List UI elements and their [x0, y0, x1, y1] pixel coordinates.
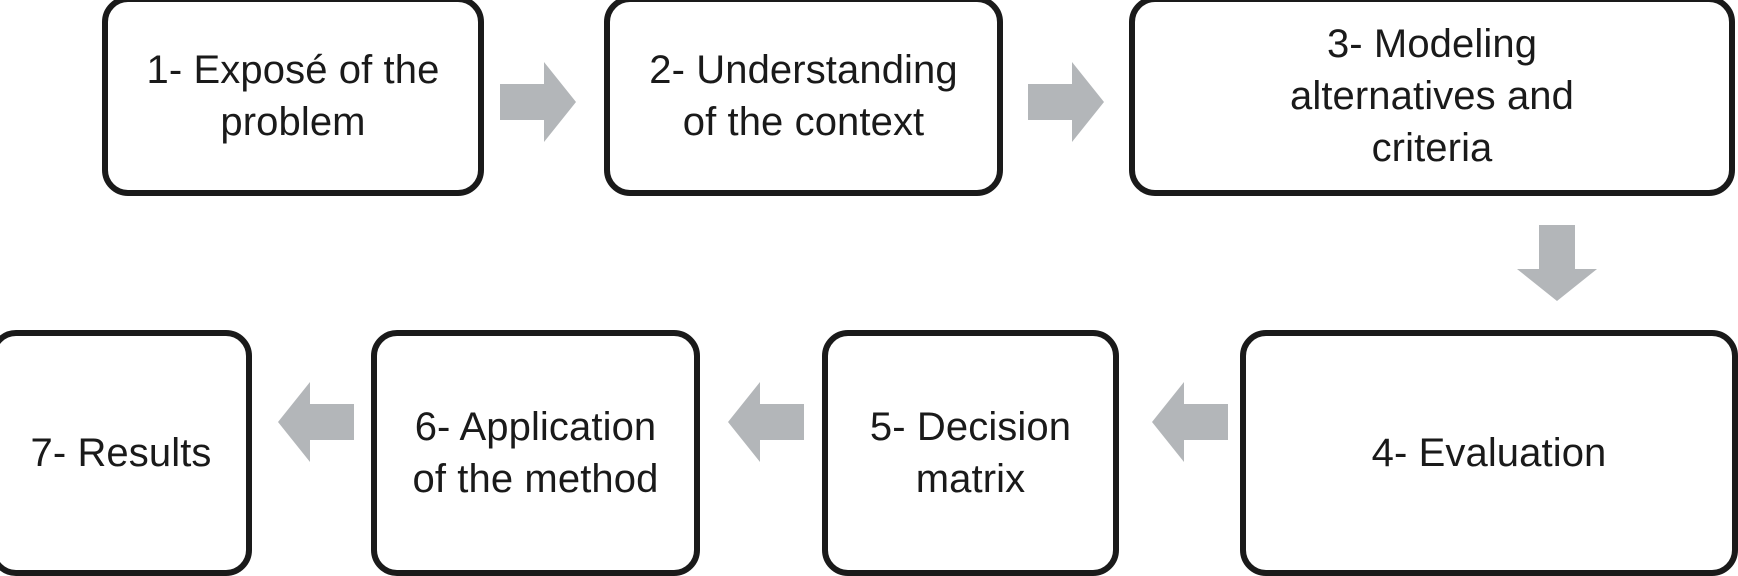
- arrow-4-to-5-icon: [1152, 382, 1228, 462]
- flow-node-step-1[interactable]: 1- Exposé of the problem: [102, 0, 484, 196]
- flow-node-step-4-label: 4- Evaluation: [1371, 431, 1607, 475]
- flow-node-step-3-label: 3- Modeling alternatives and criteria: [1289, 22, 1574, 170]
- flow-node-step-5[interactable]: 5- Decision matrix: [822, 330, 1119, 576]
- flow-node-step-3[interactable]: 3- Modeling alternatives and criteria: [1129, 0, 1735, 196]
- arrow-1-to-2-icon: [500, 62, 576, 142]
- flow-node-step-2-label: 2- Understanding of the context: [649, 48, 958, 144]
- arrow-5-to-6-icon: [728, 382, 804, 462]
- flow-node-step-5-label: 5- Decision matrix: [869, 405, 1072, 501]
- flow-node-step-4[interactable]: 4- Evaluation: [1240, 330, 1738, 576]
- flow-node-step-1-label: 1- Exposé of the problem: [146, 48, 440, 144]
- arrow-3-to-4-icon: [1517, 225, 1597, 301]
- flow-node-step-7-label: 7- Results: [30, 431, 212, 475]
- flow-node-step-6-label: 6- Application of the method: [412, 405, 659, 501]
- flow-node-step-6[interactable]: 6- Application of the method: [371, 330, 700, 576]
- flow-node-step-2[interactable]: 2- Understanding of the context: [604, 0, 1003, 196]
- arrow-2-to-3-icon: [1028, 62, 1104, 142]
- flow-node-step-7[interactable]: 7- Results: [0, 330, 252, 576]
- arrow-6-to-7-icon: [278, 382, 354, 462]
